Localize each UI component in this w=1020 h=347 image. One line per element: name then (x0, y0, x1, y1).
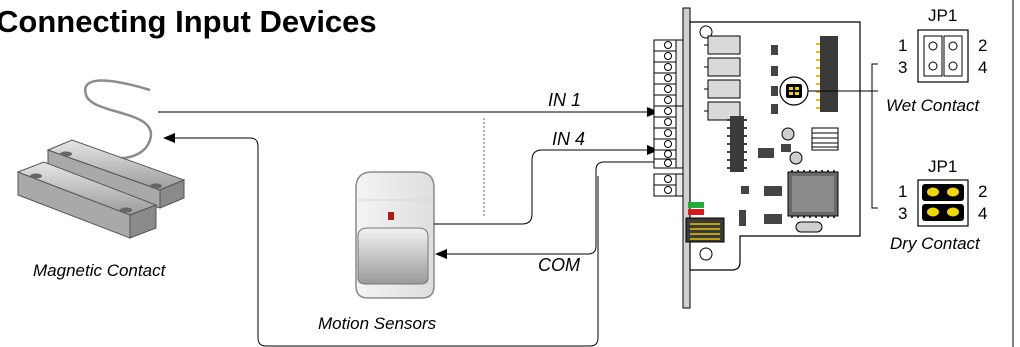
sensor-led (388, 212, 394, 220)
pin-label: 4 (978, 204, 987, 223)
pin-label: 4 (978, 58, 987, 77)
caption-wet-contact: Wet Contact (886, 96, 981, 115)
jumper-dry-contact: JP1 1 2 3 4 Dry Contact (890, 157, 987, 253)
label-in4: IN 4 (552, 129, 585, 149)
pin-label: 3 (898, 58, 907, 77)
controller-board (653, 7, 878, 309)
wiring (158, 107, 660, 347)
label-com: COM (538, 255, 580, 275)
pin-label: 3 (898, 204, 907, 223)
motion-sensor-icon (355, 171, 435, 299)
wire-in4 (434, 145, 659, 225)
caption-motion-sensors: Motion Sensors (318, 314, 437, 333)
wire-com-contact (163, 133, 599, 347)
jumper-wet-contact: JP1 1 2 3 4 Wet Contact (886, 6, 987, 115)
label-in1: IN 1 (548, 90, 581, 110)
terminal-block-middle (653, 105, 684, 169)
crystal (795, 221, 823, 233)
smd-components (739, 45, 791, 226)
terminal-block-upper (653, 39, 684, 107)
wire-com-sensor (435, 161, 660, 259)
caption-magnetic-contact: Magnetic Contact (33, 261, 167, 280)
ic-vertical (727, 116, 747, 172)
main-chip (787, 170, 839, 218)
capacitor (781, 127, 795, 141)
mounting-hole (699, 247, 713, 261)
relays (704, 35, 741, 121)
heatsink (811, 127, 839, 151)
magnetic-contact-icon (16, 79, 186, 239)
mounting-hole (699, 25, 713, 39)
pin-label: 1 (898, 182, 907, 201)
page-title: Connecting Input Devices (0, 4, 377, 39)
jumper-bracket (871, 63, 878, 209)
capacitor (789, 151, 803, 165)
led-green (688, 202, 704, 208)
board-bracket (682, 7, 691, 309)
pin-label: 2 (978, 36, 987, 55)
pin-label: 2 (978, 182, 987, 201)
caption-dry-contact: Dry Contact (890, 234, 981, 253)
pin-header (816, 36, 838, 112)
led-red (688, 209, 704, 215)
jumper-dry-name: JP1 (928, 157, 957, 176)
jumper-cap-mini (786, 84, 802, 98)
terminal-block-lower (653, 173, 684, 197)
network-connector (685, 217, 725, 243)
pin-label: 1 (898, 36, 907, 55)
jumper-wet-name: JP1 (928, 6, 957, 25)
